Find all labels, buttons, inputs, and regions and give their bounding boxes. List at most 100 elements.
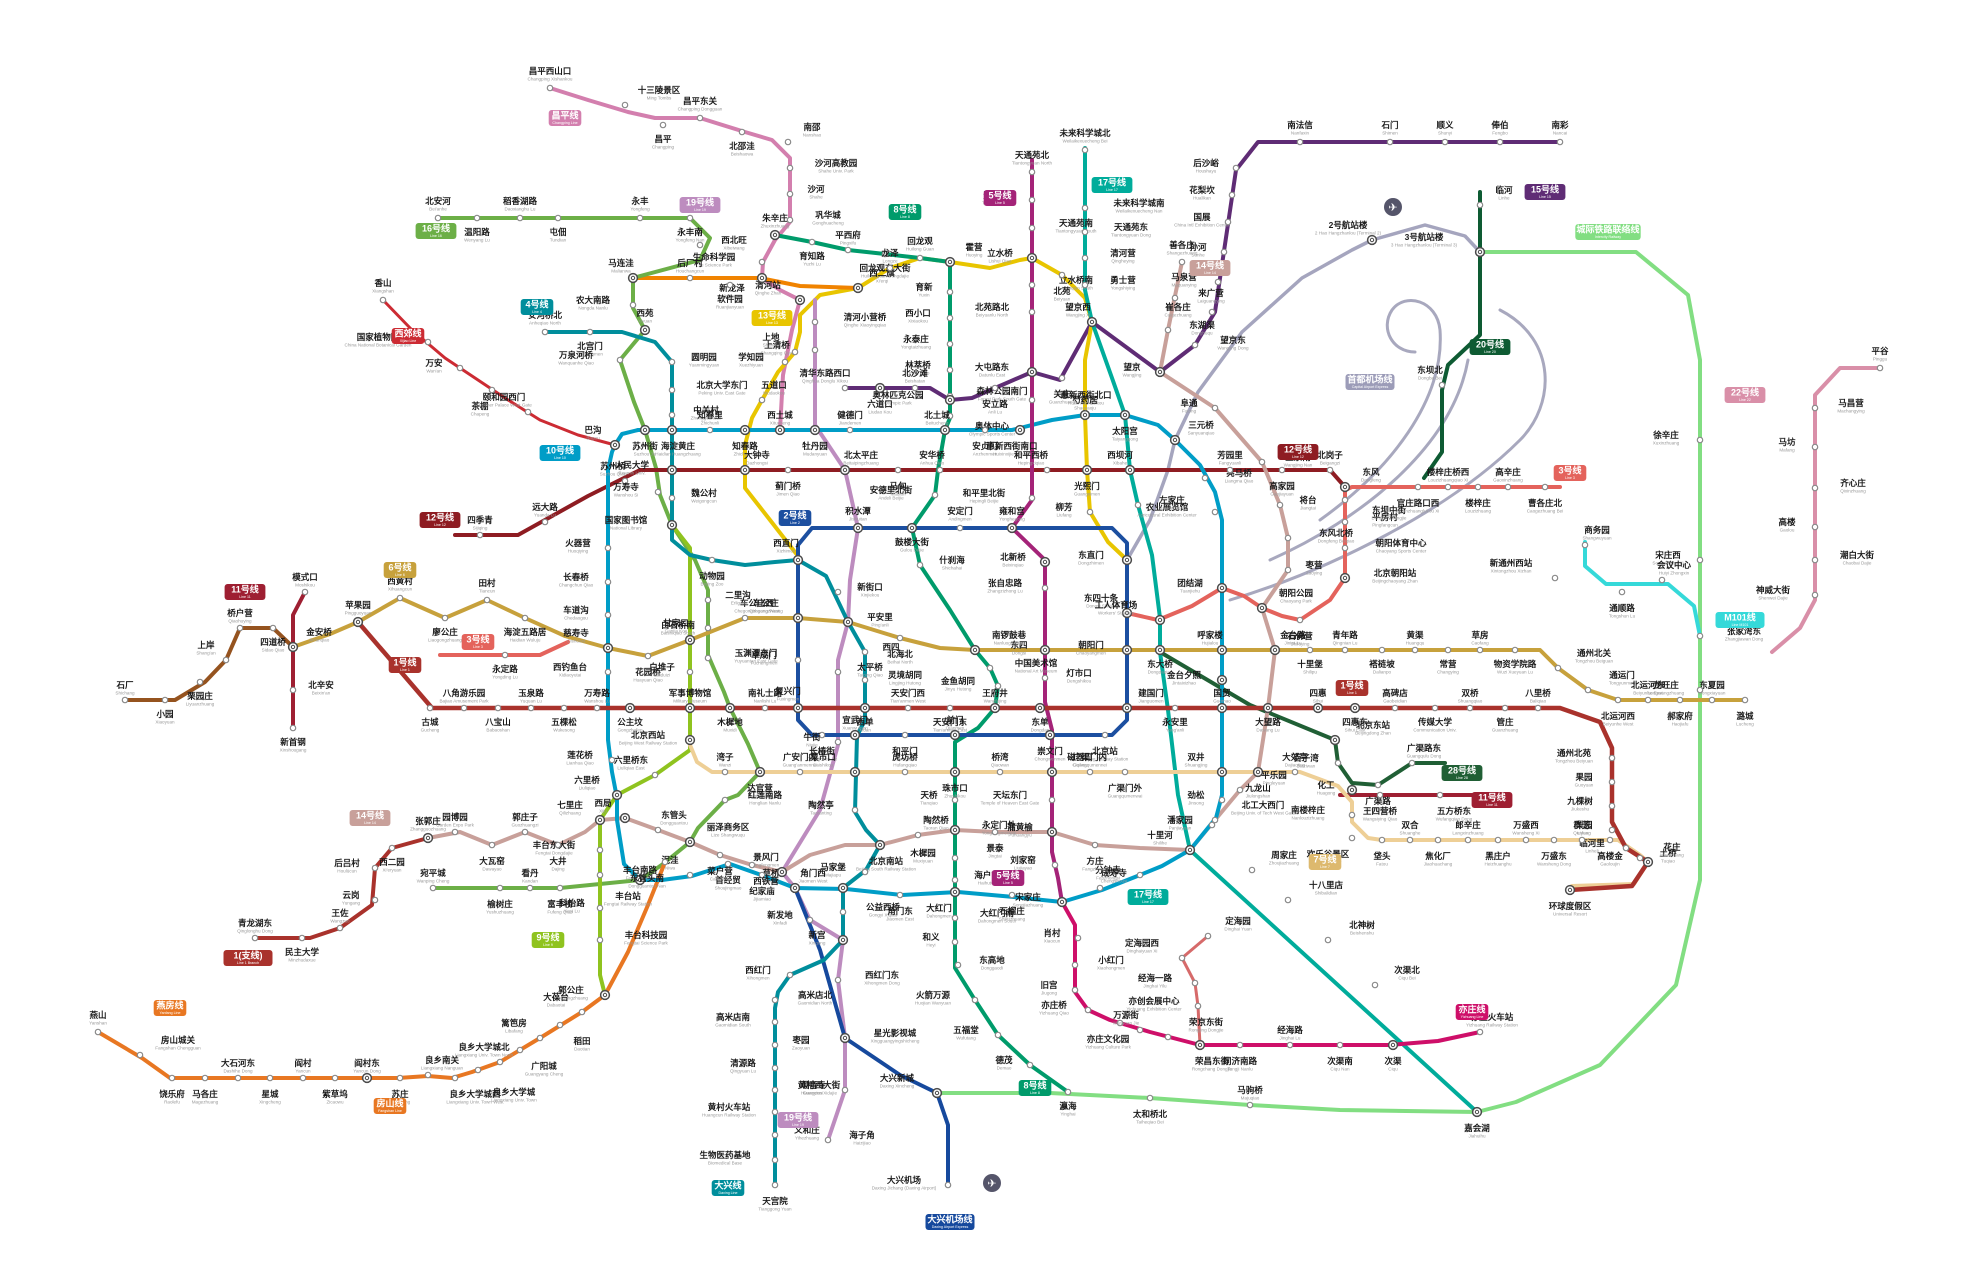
line-9号线[interactable] — [598, 523, 692, 997]
station-marker[interactable] — [1214, 278, 1222, 286]
station-marker[interactable] — [201, 1074, 209, 1082]
badge-background[interactable] — [1715, 612, 1765, 628]
station-marker[interactable] — [1622, 844, 1630, 852]
station-marker[interactable] — [818, 731, 826, 739]
station-marker[interactable] — [1028, 196, 1036, 204]
station-marker[interactable] — [596, 904, 604, 912]
station-marker[interactable] — [1211, 508, 1219, 516]
station-marker[interactable] — [1043, 466, 1051, 474]
station-marker[interactable] — [946, 412, 954, 420]
station-marker[interactable] — [429, 884, 437, 892]
line-14号线[interactable] — [426, 260, 1290, 874]
station-marker[interactable] — [1208, 821, 1216, 829]
station-marker[interactable] — [1101, 731, 1109, 739]
station-marker[interactable] — [289, 686, 297, 694]
station-marker[interactable] — [1081, 204, 1089, 212]
station-marker[interactable] — [541, 328, 549, 336]
line-11号线[interactable] — [291, 590, 307, 730]
badge-background[interactable] — [778, 510, 812, 526]
station-marker[interactable] — [748, 861, 756, 869]
station-marker[interactable] — [834, 976, 842, 984]
station-marker[interactable] — [896, 634, 904, 642]
station-marker[interactable] — [546, 84, 554, 92]
station-marker[interactable] — [1522, 836, 1530, 844]
station-marker[interactable] — [1696, 632, 1704, 640]
line-城际铁路联络线[interactable] — [935, 250, 1702, 1114]
line-badge-1(支线)[interactable]: 1(支线)Line 1 Branch — [223, 950, 273, 967]
station-marker[interactable] — [488, 841, 496, 849]
station-marker[interactable] — [1258, 458, 1266, 466]
station-marker[interactable] — [851, 806, 859, 814]
badge-background[interactable] — [1018, 1080, 1052, 1096]
station-marker[interactable] — [1608, 754, 1616, 762]
station-marker[interactable] — [668, 411, 676, 419]
station-marker[interactable] — [604, 544, 612, 552]
station-marker[interactable] — [1191, 979, 1199, 987]
station-marker[interactable] — [1414, 483, 1422, 491]
station-marker[interactable] — [738, 128, 746, 136]
station-marker[interactable] — [1608, 778, 1616, 786]
line-3号线[interactable] — [1125, 485, 1562, 622]
station-marker[interactable] — [556, 1021, 564, 1029]
station-marker[interactable] — [1811, 556, 1819, 564]
station-marker[interactable] — [956, 524, 964, 532]
station-marker[interactable] — [844, 246, 852, 254]
station-marker[interactable] — [1341, 544, 1349, 552]
station-marker[interactable] — [846, 426, 854, 434]
station-marker[interactable] — [586, 328, 594, 336]
badge-background[interactable] — [1441, 765, 1483, 781]
station-marker[interactable] — [951, 938, 959, 946]
station-marker[interactable] — [1116, 1019, 1124, 1027]
station-marker[interactable] — [784, 138, 792, 146]
line-2号线[interactable] — [796, 526, 1129, 737]
station-marker[interactable] — [1028, 308, 1036, 316]
